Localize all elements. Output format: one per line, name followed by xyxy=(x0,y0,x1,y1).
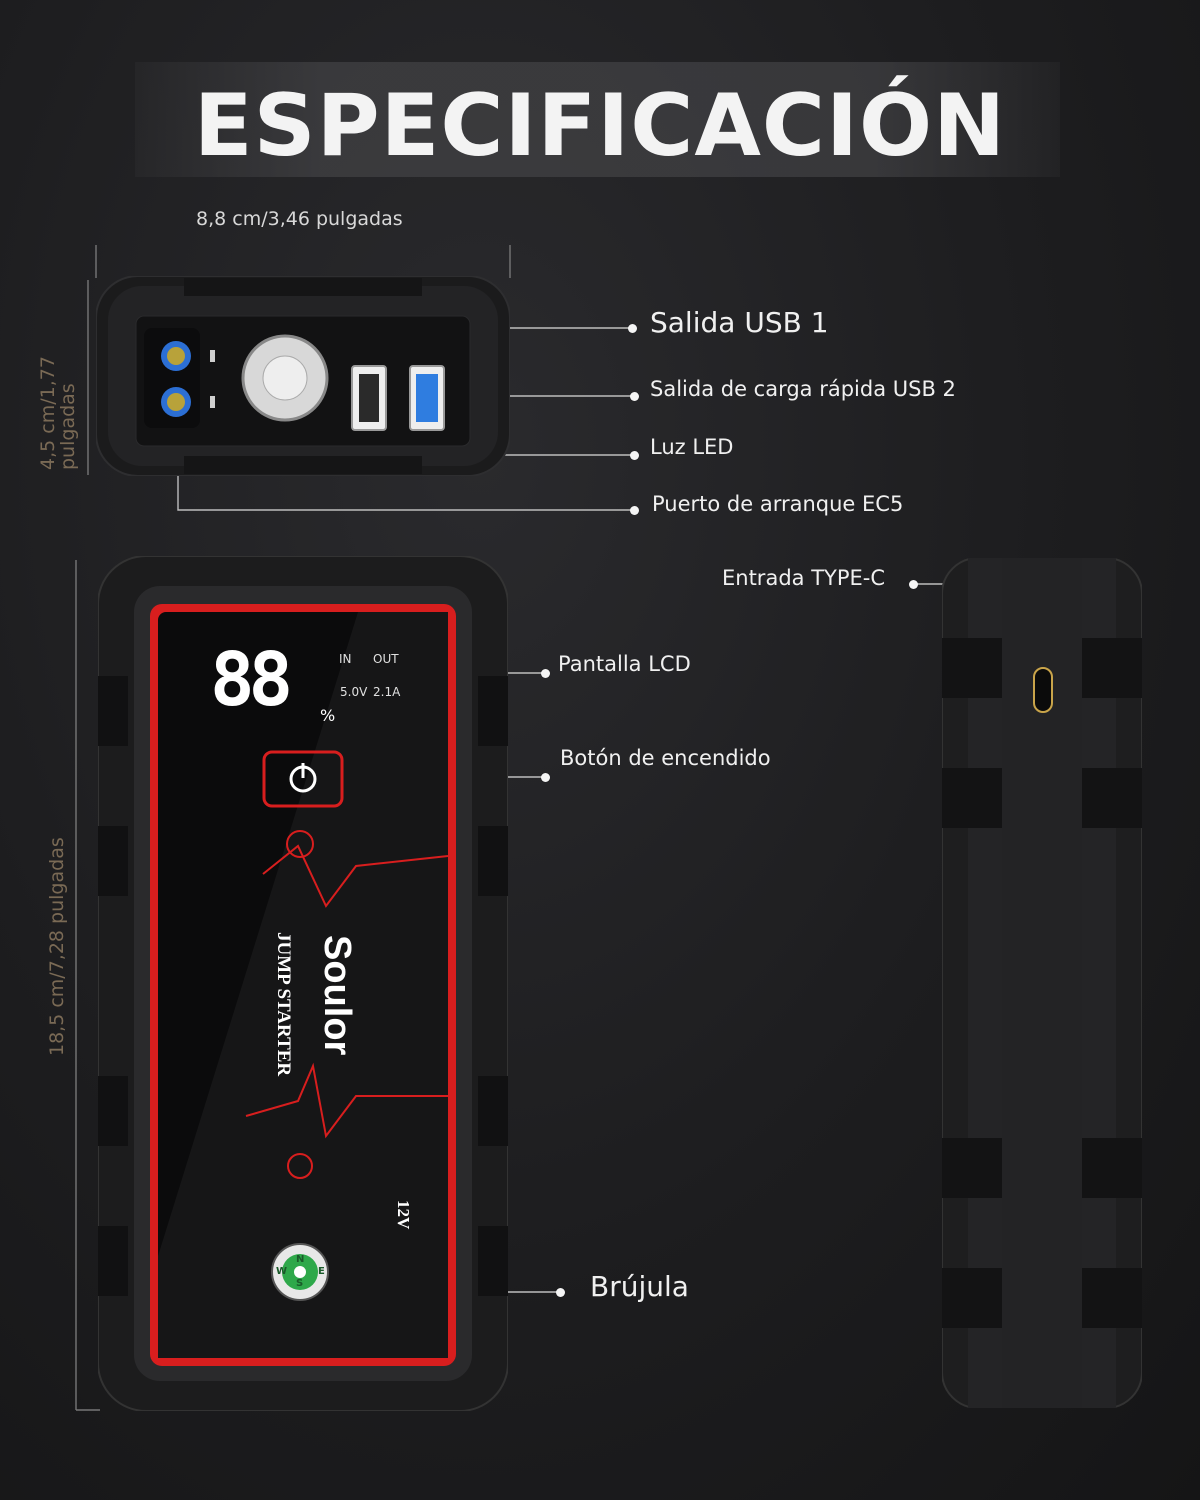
lcd-voltage: 5.0V xyxy=(340,685,368,699)
compass-letter-w: W xyxy=(276,1266,288,1277)
compass-letter-s: S xyxy=(296,1278,304,1289)
power-dot xyxy=(541,773,550,782)
lcd-percent-sign: % xyxy=(320,706,336,725)
label-led: Luz LED xyxy=(650,435,734,459)
brand-logo-text: Soulor xyxy=(316,935,358,1056)
usb1-dot xyxy=(628,324,637,333)
width-dimension: 8,8 cm/3,46 pulgadas xyxy=(196,208,403,230)
compass-letter-e: E xyxy=(318,1266,325,1277)
label-compass: Brújula xyxy=(590,1270,689,1303)
page-title: ESPECIFICACIÓN xyxy=(193,76,1007,176)
label-typec: Entrada TYPE-C xyxy=(722,566,886,590)
typec-dot xyxy=(909,580,918,589)
led-dot xyxy=(630,451,639,460)
voltage-rating: 12V xyxy=(394,1200,413,1230)
lcd-current: 2.1A xyxy=(373,685,401,699)
device-top-view xyxy=(96,276,510,476)
lcd-percentage: 88 xyxy=(210,637,293,723)
label-lcd: Pantalla LCD xyxy=(558,652,691,676)
label-usb1: Salida USB 1 xyxy=(650,306,829,339)
lcd-out-label: OUT xyxy=(373,652,399,666)
title-band xyxy=(135,62,1060,177)
lcd-in-label: IN xyxy=(339,652,352,666)
usb2-dot xyxy=(630,392,639,401)
compass-dot xyxy=(556,1288,565,1297)
label-power: Botón de encendido xyxy=(560,746,771,770)
lcd-dot xyxy=(541,669,550,678)
label-ec5: Puerto de arranque EC5 xyxy=(652,492,904,516)
compass-letter-n: N xyxy=(296,1254,305,1265)
ec5-dot xyxy=(630,506,639,515)
device-side-view xyxy=(942,558,1142,1408)
product-name: JUMP STARTER xyxy=(273,932,294,1077)
device-front-view xyxy=(98,556,508,1411)
label-usb2: Salida de carga rápida USB 2 xyxy=(650,377,956,401)
